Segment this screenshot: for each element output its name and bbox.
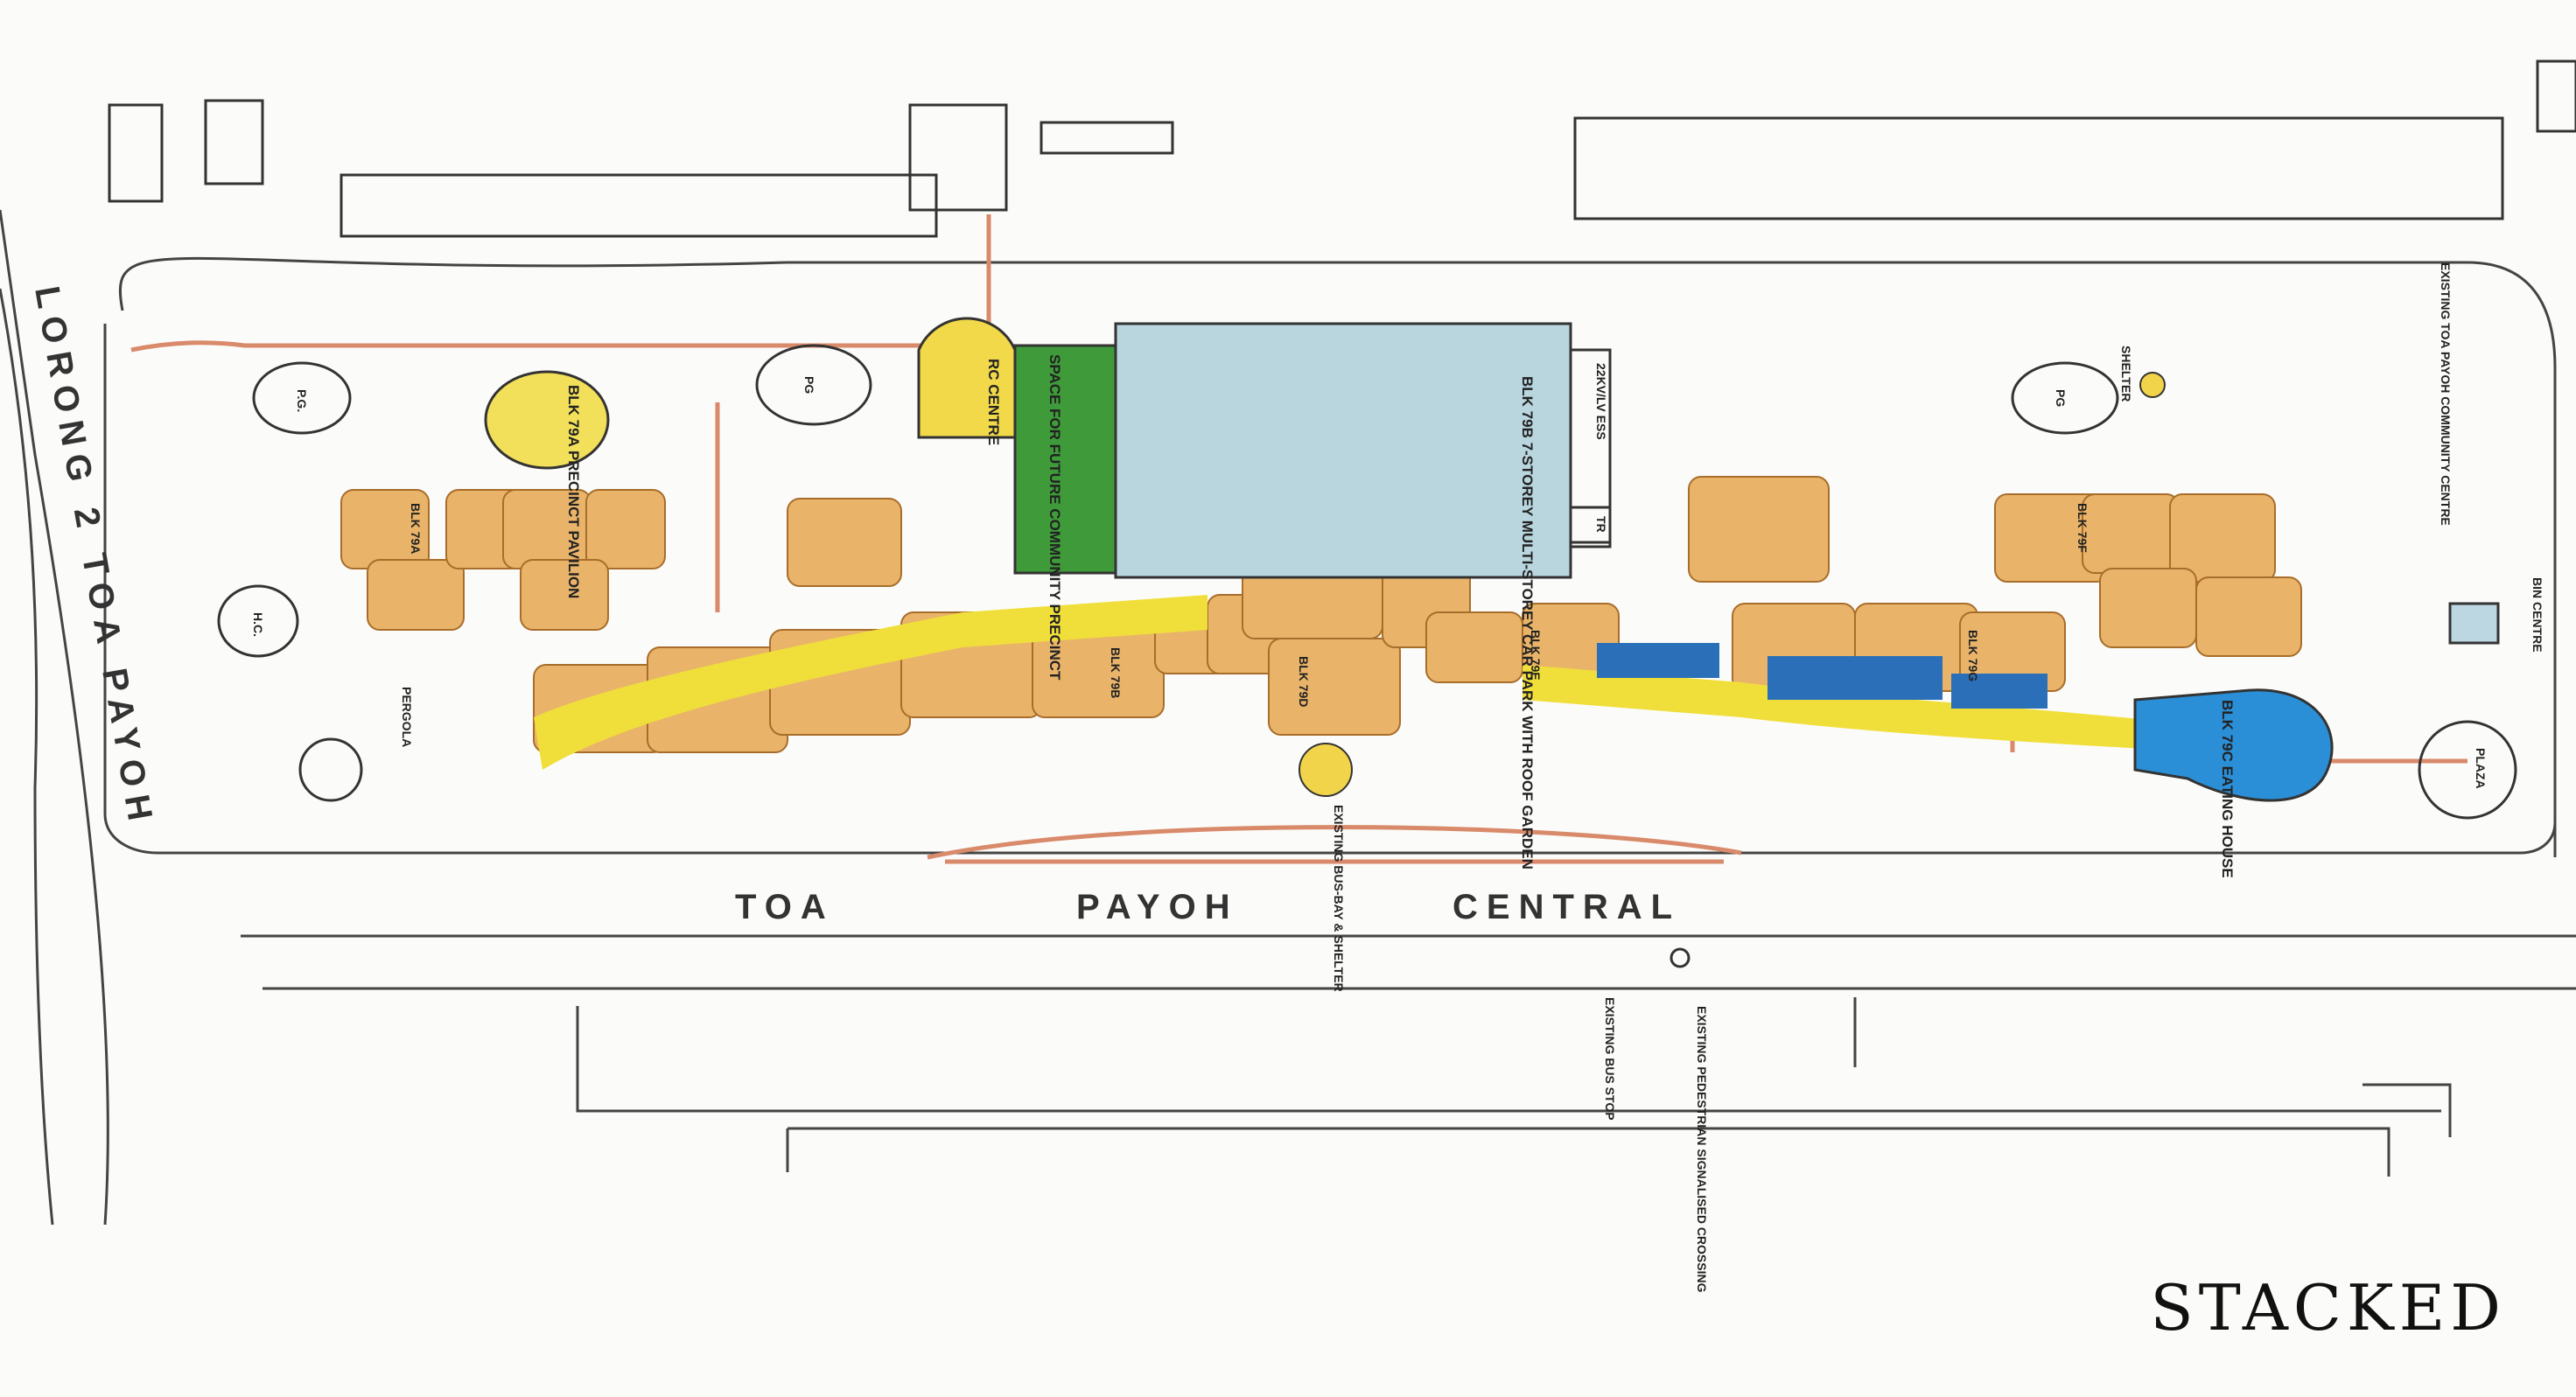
label-bin-centre: BIN CENTRE xyxy=(2530,577,2544,653)
bus-shelter-marker-icon xyxy=(1298,743,1353,797)
label-blk-79f: BLK 79F xyxy=(2076,503,2090,553)
carpark-building xyxy=(1114,322,1612,579)
label-space-future: SPACE FOR FUTURE COMMUNITY PRECINCT xyxy=(1046,354,1063,681)
label-blk-79e: BLK 79E xyxy=(1529,630,1543,681)
corridor-spine xyxy=(534,595,2205,770)
crossing-marker-icon xyxy=(1670,947,1690,968)
label-community-centre: EXISTING TOA PAYOH COMMUNITY CENTRE xyxy=(2439,262,2453,526)
label-blk-79d: BLK 79D xyxy=(1297,656,1311,707)
shelter-marker-icon xyxy=(2139,372,2166,398)
east-corridor-pavilions xyxy=(1597,643,2048,709)
label-blk-79g: BLK 79G xyxy=(1966,630,1980,681)
road-label-lorong-2: LORONG 2 TOA PAYOH xyxy=(27,283,161,832)
label-tr: TR xyxy=(1594,516,1608,533)
label-bus-shelter: EXISTING BUS-BAY & SHELTER xyxy=(1332,805,1346,992)
existing-buildings-north xyxy=(108,59,2576,238)
label-bus-stop: EXISTING BUS STOP xyxy=(1603,997,1617,1121)
future-community-space xyxy=(1013,344,1117,575)
label-blk-79a: BLK 79A xyxy=(409,503,423,554)
label-precinct-pavilion: BLK 79A PRECINCT PAVILION xyxy=(565,385,582,598)
label-pergola: PERGOLA xyxy=(400,687,414,747)
label-pg-3: PG xyxy=(2054,389,2068,407)
residential-blocks xyxy=(340,476,2302,753)
label-hc: H.C. xyxy=(251,612,265,637)
rc-centre-shape xyxy=(917,317,1017,439)
label-blk-79b: BLK 79B xyxy=(1109,647,1123,698)
label-pg-2: PG xyxy=(802,376,816,394)
label-rc-centre: RC CENTRE xyxy=(985,359,1002,445)
road-network xyxy=(0,209,2576,1226)
road-label-payoh: PAYOH xyxy=(1076,888,1239,926)
label-eating-house: BLK 79C EATING HOUSE xyxy=(2219,700,2236,878)
plaza-shape xyxy=(2418,720,2517,820)
road-label-toa: TOA xyxy=(735,888,835,926)
label-crossing: EXISTING PEDESTRIAN SIGNALISED CROSSING xyxy=(1695,1006,1709,1293)
road-label-central: CENTRAL xyxy=(1452,888,1681,926)
eating-house-shape xyxy=(2133,688,2334,802)
label-carpark: BLK 79B 7-STOREY MULTI-STOREY CAR PARK W… xyxy=(1519,376,1536,870)
playground-areas xyxy=(217,344,2119,802)
label-shelter: SHELTER xyxy=(2119,346,2133,402)
label-substation: 22KV/LV ESS xyxy=(1594,363,1608,440)
bin-centre-shape xyxy=(2448,602,2500,645)
watermark-stacked: STACKED xyxy=(2150,1271,2506,1345)
label-plaza: PLAZA xyxy=(2474,748,2488,789)
block-labels: BLK 79A BLK 79B BLK 79D BLK 79E BLK 79F … xyxy=(409,503,2090,707)
facility-labels: BLK 79A PRECINCT PAVILION RC CENTRE SPAC… xyxy=(251,262,2544,1293)
precinct-pavilion-shape xyxy=(484,370,610,470)
label-pg-1: P.G. xyxy=(295,389,309,412)
